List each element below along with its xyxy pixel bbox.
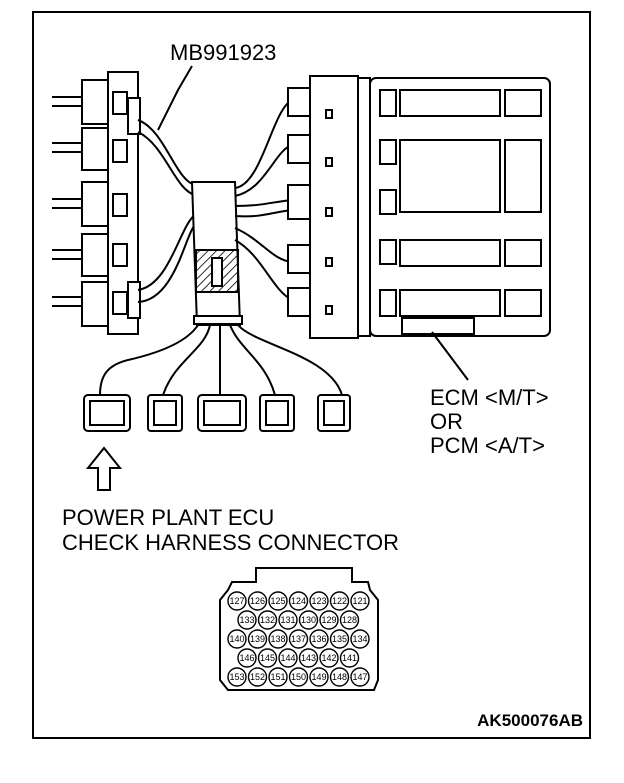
connector-pin-label: 121 bbox=[352, 596, 367, 606]
tool-leader-line bbox=[157, 65, 193, 131]
ecm-label-line2: OR bbox=[430, 409, 463, 434]
connector-pin-label: 140 bbox=[229, 634, 244, 644]
connector-pin-label: 153 bbox=[229, 672, 244, 682]
connector-pin-label: 139 bbox=[250, 634, 265, 644]
right-cables bbox=[234, 99, 293, 301]
connector-pin bbox=[319, 648, 339, 668]
harness-trunk bbox=[190, 181, 243, 326]
connector-pin-label: 131 bbox=[280, 615, 295, 625]
connector-pin-label: 144 bbox=[280, 653, 295, 663]
connector-pin bbox=[329, 629, 350, 649]
connector-pin-label: 146 bbox=[239, 653, 254, 663]
tool-part-number: MB991923 bbox=[170, 40, 276, 65]
connector-pin-label: 141 bbox=[342, 653, 357, 663]
connector-pin-label: 128 bbox=[342, 615, 357, 625]
connector-pin bbox=[257, 610, 278, 630]
connector-pin bbox=[247, 667, 268, 687]
connector-pin-grid: 127 126 125 124 123 122 121 133 132 131 130 129 128 1… bbox=[227, 591, 370, 687]
connector-pin-label: 148 bbox=[332, 672, 347, 682]
connector-pin-label: 133 bbox=[239, 615, 254, 625]
connector-pin bbox=[257, 648, 278, 668]
connector-pin bbox=[329, 667, 350, 687]
connector-pin-label: 150 bbox=[291, 672, 306, 682]
ecm-body bbox=[309, 75, 551, 339]
arrow-up-icon bbox=[85, 446, 123, 491]
connector-pin-label: 125 bbox=[270, 596, 285, 606]
connector-pin bbox=[329, 591, 350, 611]
connector-pin-label: 126 bbox=[250, 596, 265, 606]
connector-pin bbox=[350, 591, 370, 611]
connector-pin-label: 143 bbox=[301, 653, 316, 663]
connector-pin-label: 123 bbox=[311, 596, 326, 606]
connector-pin bbox=[298, 610, 319, 630]
connector-pin-label: 151 bbox=[270, 672, 285, 682]
connector-pin-label: 122 bbox=[332, 596, 347, 606]
connector-pin bbox=[237, 610, 257, 630]
connector-pin bbox=[227, 667, 247, 687]
connector-pin bbox=[278, 610, 298, 630]
ecm-leader-line bbox=[431, 331, 469, 381]
connector-pin bbox=[309, 667, 329, 687]
connector-pin-label: 129 bbox=[321, 615, 336, 625]
connector-pin-label: 134 bbox=[352, 634, 367, 644]
connector-pin bbox=[268, 629, 288, 649]
connector-pin bbox=[288, 591, 309, 611]
connector-pin-label: 130 bbox=[301, 615, 316, 625]
connector-pin bbox=[237, 648, 257, 668]
ecm-label-line1: ECM <M/T> bbox=[430, 385, 549, 410]
figure-frame bbox=[32, 11, 591, 739]
connector-pin bbox=[247, 591, 268, 611]
check-harness-plugs bbox=[83, 394, 351, 432]
connector-pin bbox=[247, 629, 268, 649]
connector-pin-label: 135 bbox=[332, 634, 347, 644]
connector-pin-label: 149 bbox=[311, 672, 326, 682]
connector-pin bbox=[319, 610, 339, 630]
connector-label-line1: POWER PLANT ECU bbox=[62, 505, 274, 530]
connector-pin bbox=[227, 591, 247, 611]
connector-pin bbox=[268, 667, 288, 687]
connector-pin bbox=[288, 629, 309, 649]
connector-pin-label: 137 bbox=[291, 634, 306, 644]
connector-pin-label: 138 bbox=[270, 634, 285, 644]
connector-label-line2: CHECK HARNESS CONNECTOR bbox=[62, 530, 399, 555]
connector-pin-label: 147 bbox=[352, 672, 367, 682]
connector-pin bbox=[339, 648, 360, 668]
left-cables bbox=[137, 119, 196, 303]
left-adapter-connectors bbox=[81, 71, 141, 335]
figure-code: AK500076AB bbox=[477, 711, 583, 730]
connector-pin bbox=[268, 591, 288, 611]
connector-pin-label: 136 bbox=[311, 634, 326, 644]
connector-pin bbox=[339, 610, 360, 630]
connector-pin-label: 132 bbox=[260, 615, 275, 625]
connector-pin-label: 145 bbox=[260, 653, 275, 663]
left-feed-wires bbox=[52, 96, 82, 307]
connector-pin bbox=[350, 667, 370, 687]
connector-pin bbox=[309, 629, 329, 649]
ecm-label-line3: PCM <A/T> bbox=[430, 433, 545, 458]
connector-pin bbox=[227, 629, 247, 649]
connector-pin-label: 124 bbox=[291, 596, 306, 606]
lower-cables bbox=[99, 324, 343, 396]
connector-pin bbox=[288, 667, 309, 687]
connector-pin bbox=[298, 648, 319, 668]
connector-pin-label: 127 bbox=[229, 596, 244, 606]
ecm-plug-connectors bbox=[287, 87, 311, 317]
connector-pin bbox=[278, 648, 298, 668]
connector-pin bbox=[350, 629, 370, 649]
connector-pin-label: 142 bbox=[321, 653, 336, 663]
connector-pin bbox=[309, 591, 329, 611]
connector-pin-label: 152 bbox=[250, 672, 265, 682]
